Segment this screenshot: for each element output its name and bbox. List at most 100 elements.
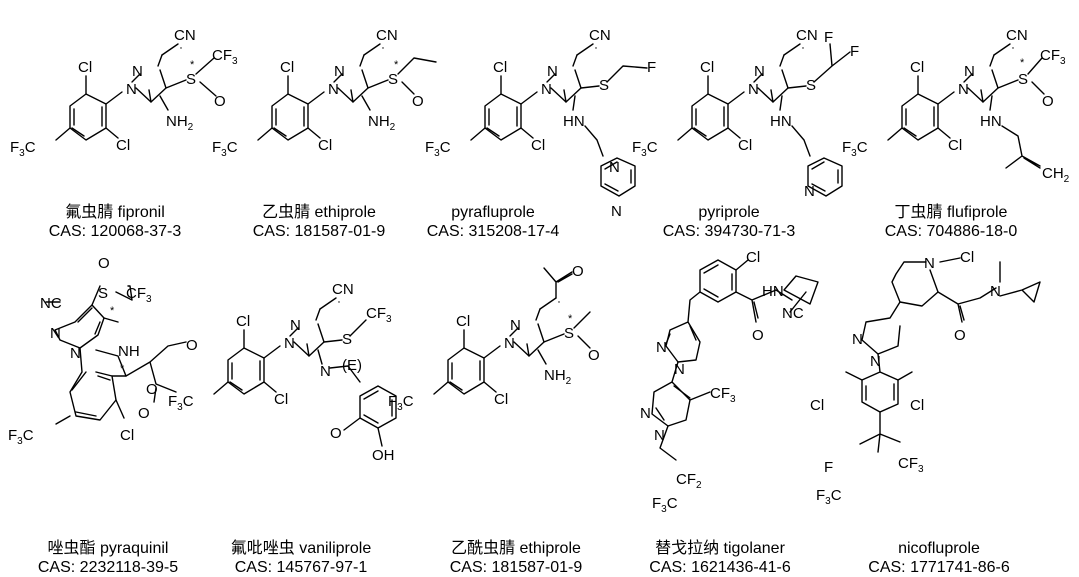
atom-nh: NH — [118, 343, 140, 360]
atom-cl: Cl — [948, 137, 962, 154]
atom-oh: OH — [372, 447, 395, 464]
atom-hn: HN — [770, 113, 792, 130]
atom-s: S — [98, 285, 108, 302]
compound-cas: CAS: 704886-18-0 — [884, 223, 1018, 240]
structure-pyraquinil: NC N N O S * CF3 NH * O O O Cl F3C — [8, 255, 198, 447]
atom-n: N — [852, 331, 863, 348]
atom-cl: Cl — [700, 59, 714, 76]
atom-s: S — [388, 71, 398, 88]
atom-f: F — [647, 59, 656, 76]
atom-n2: N — [754, 63, 765, 80]
atom-cn: CN — [1006, 27, 1028, 44]
compound-cas: CAS: 1771741-86-6 — [868, 559, 1010, 576]
atom-f3c: F3C — [425, 139, 451, 159]
atom-o: O — [138, 405, 150, 422]
atom-o: O — [588, 347, 600, 364]
structure-pyriprole: N N CN Cl Cl F3C S F F HN N — [632, 27, 859, 200]
atom-cl: Cl — [810, 397, 824, 414]
atom-ch2: CH2 — [1042, 165, 1070, 185]
compound-name: 替戈拉纳 tigolaner — [655, 540, 785, 557]
compound-cas: CAS: 1621436-41-6 — [649, 559, 791, 576]
caption-pyrafluprole: pyrafluprole CAS: 315208-17-4 — [408, 203, 578, 241]
atom-n1: N — [328, 81, 339, 98]
atom-o: O — [572, 263, 584, 280]
compound-name: pyrafluprole — [451, 204, 535, 221]
structure-nicofluprole: N Cl N O N N Cl Cl F CF3 F3C — [810, 249, 1041, 507]
atom-cl: Cl — [746, 249, 760, 266]
atom-s: S — [806, 77, 816, 94]
structure-vaniliprole: N N CN Cl Cl F3C S CF3 N (E) O OH — [168, 281, 397, 464]
compound-name: 乙虫腈 ethiprole — [262, 204, 376, 221]
atom-o: O — [752, 327, 764, 344]
atom-n-methyl: N — [640, 405, 651, 422]
atom-f3c: F3C — [388, 393, 414, 413]
atom-cn: CN — [589, 27, 611, 44]
caption-flufiprole: 丁虫腈 flufiprole CAS: 704886-18-0 — [866, 203, 1036, 241]
stereo-e-label: (E) — [342, 357, 362, 374]
atom-hn: HN — [762, 283, 784, 300]
atom-f: F — [850, 43, 859, 60]
compound-name: 乙酰虫腈 ethiprole — [451, 540, 581, 557]
caption-vaniliprole: 氟吡唑虫 vaniliprole CAS: 145767-97-1 — [208, 539, 394, 577]
atom-cf3: CF3 — [1040, 47, 1066, 67]
atom-cf3: CF3 — [366, 305, 392, 325]
atom-o: O — [330, 425, 342, 442]
atom-n1: N — [126, 81, 137, 98]
atom-cl: Cl — [910, 397, 924, 414]
atom-cf3: CF3 — [898, 455, 924, 475]
atom-n1: N — [284, 335, 295, 352]
compound-name: nicofluprole — [898, 540, 980, 557]
caption-tigolaner: 替戈拉纳 tigolaner CAS: 1621436-41-6 — [630, 539, 810, 577]
structure-flufiprole: N N CN Cl Cl F3C S * CF3 O HN CH2 — [842, 27, 1070, 185]
atom-cl: Cl — [78, 59, 92, 76]
atom-nc: NC — [40, 295, 62, 312]
atom-nh2: NH2 — [166, 113, 194, 133]
atom-n-imine: N — [320, 363, 331, 380]
chiral-star: * — [120, 363, 125, 375]
atom-n1: N — [541, 81, 552, 98]
atom-o: O — [954, 327, 966, 344]
compound-cas: CAS: 394730-71-3 — [662, 223, 796, 240]
caption-ethiprole: 乙虫腈 ethiprole CAS: 181587-01-9 — [234, 203, 404, 241]
atom-f3c: F3C — [842, 139, 868, 159]
atom-n1: N — [958, 81, 969, 98]
chiral-star: * — [1020, 57, 1025, 69]
atom-cl: Cl — [960, 249, 974, 266]
caption-fipronil: 氟虫腈 fipronil CAS: 120068-37-3 — [30, 203, 200, 241]
atom-nh2: NH2 — [368, 113, 396, 133]
atom-n: N — [674, 361, 685, 378]
chiral-star: * — [190, 59, 195, 71]
atom-cn: CN — [796, 27, 818, 44]
structure-tigolaner: Cl HN NC O N N N N CF3 CF2 F3C — [640, 249, 819, 515]
compound-cas: CAS: 181587-01-9 — [252, 223, 386, 240]
atom-o: O — [98, 255, 110, 272]
chiral-star: * — [394, 59, 399, 71]
atom-o: O — [1042, 93, 1054, 110]
atom-cl: Cl — [274, 391, 288, 408]
atom-s: S — [186, 71, 196, 88]
atom-cl: Cl — [738, 137, 752, 154]
atom-n2: N — [290, 317, 301, 334]
chiral-star: * — [110, 305, 115, 317]
atom-cl: Cl — [494, 391, 508, 408]
atom-f3c: F3C — [816, 487, 842, 507]
atom-n-amide: N — [990, 283, 1001, 300]
atom-n: N — [870, 353, 881, 370]
atom-f3c: F3C — [10, 139, 36, 159]
atom-cf3: CF3 — [126, 285, 152, 305]
caption-pyraquinil: 唑虫酯 pyraquinil CAS: 2232118-39-5 — [18, 539, 198, 577]
atom-o: O — [412, 93, 424, 110]
atom-f3c: F3C — [632, 139, 658, 159]
chiral-star: * — [568, 313, 573, 325]
compound-cas: CAS: 145767-97-1 — [234, 559, 368, 576]
atom-o: O — [146, 381, 158, 398]
atom-nh2: NH2 — [544, 367, 572, 387]
atom-cn: CN — [332, 281, 354, 298]
atom-n: N — [654, 427, 665, 444]
atom-n1: N — [748, 81, 759, 98]
atom-cl: Cl — [493, 59, 507, 76]
atom-f: F — [824, 29, 833, 46]
structure-pyrafluprole: N N CN Cl Cl F3C S F HN N N — [425, 27, 656, 220]
compound-cas: CAS: 120068-37-3 — [48, 223, 182, 240]
